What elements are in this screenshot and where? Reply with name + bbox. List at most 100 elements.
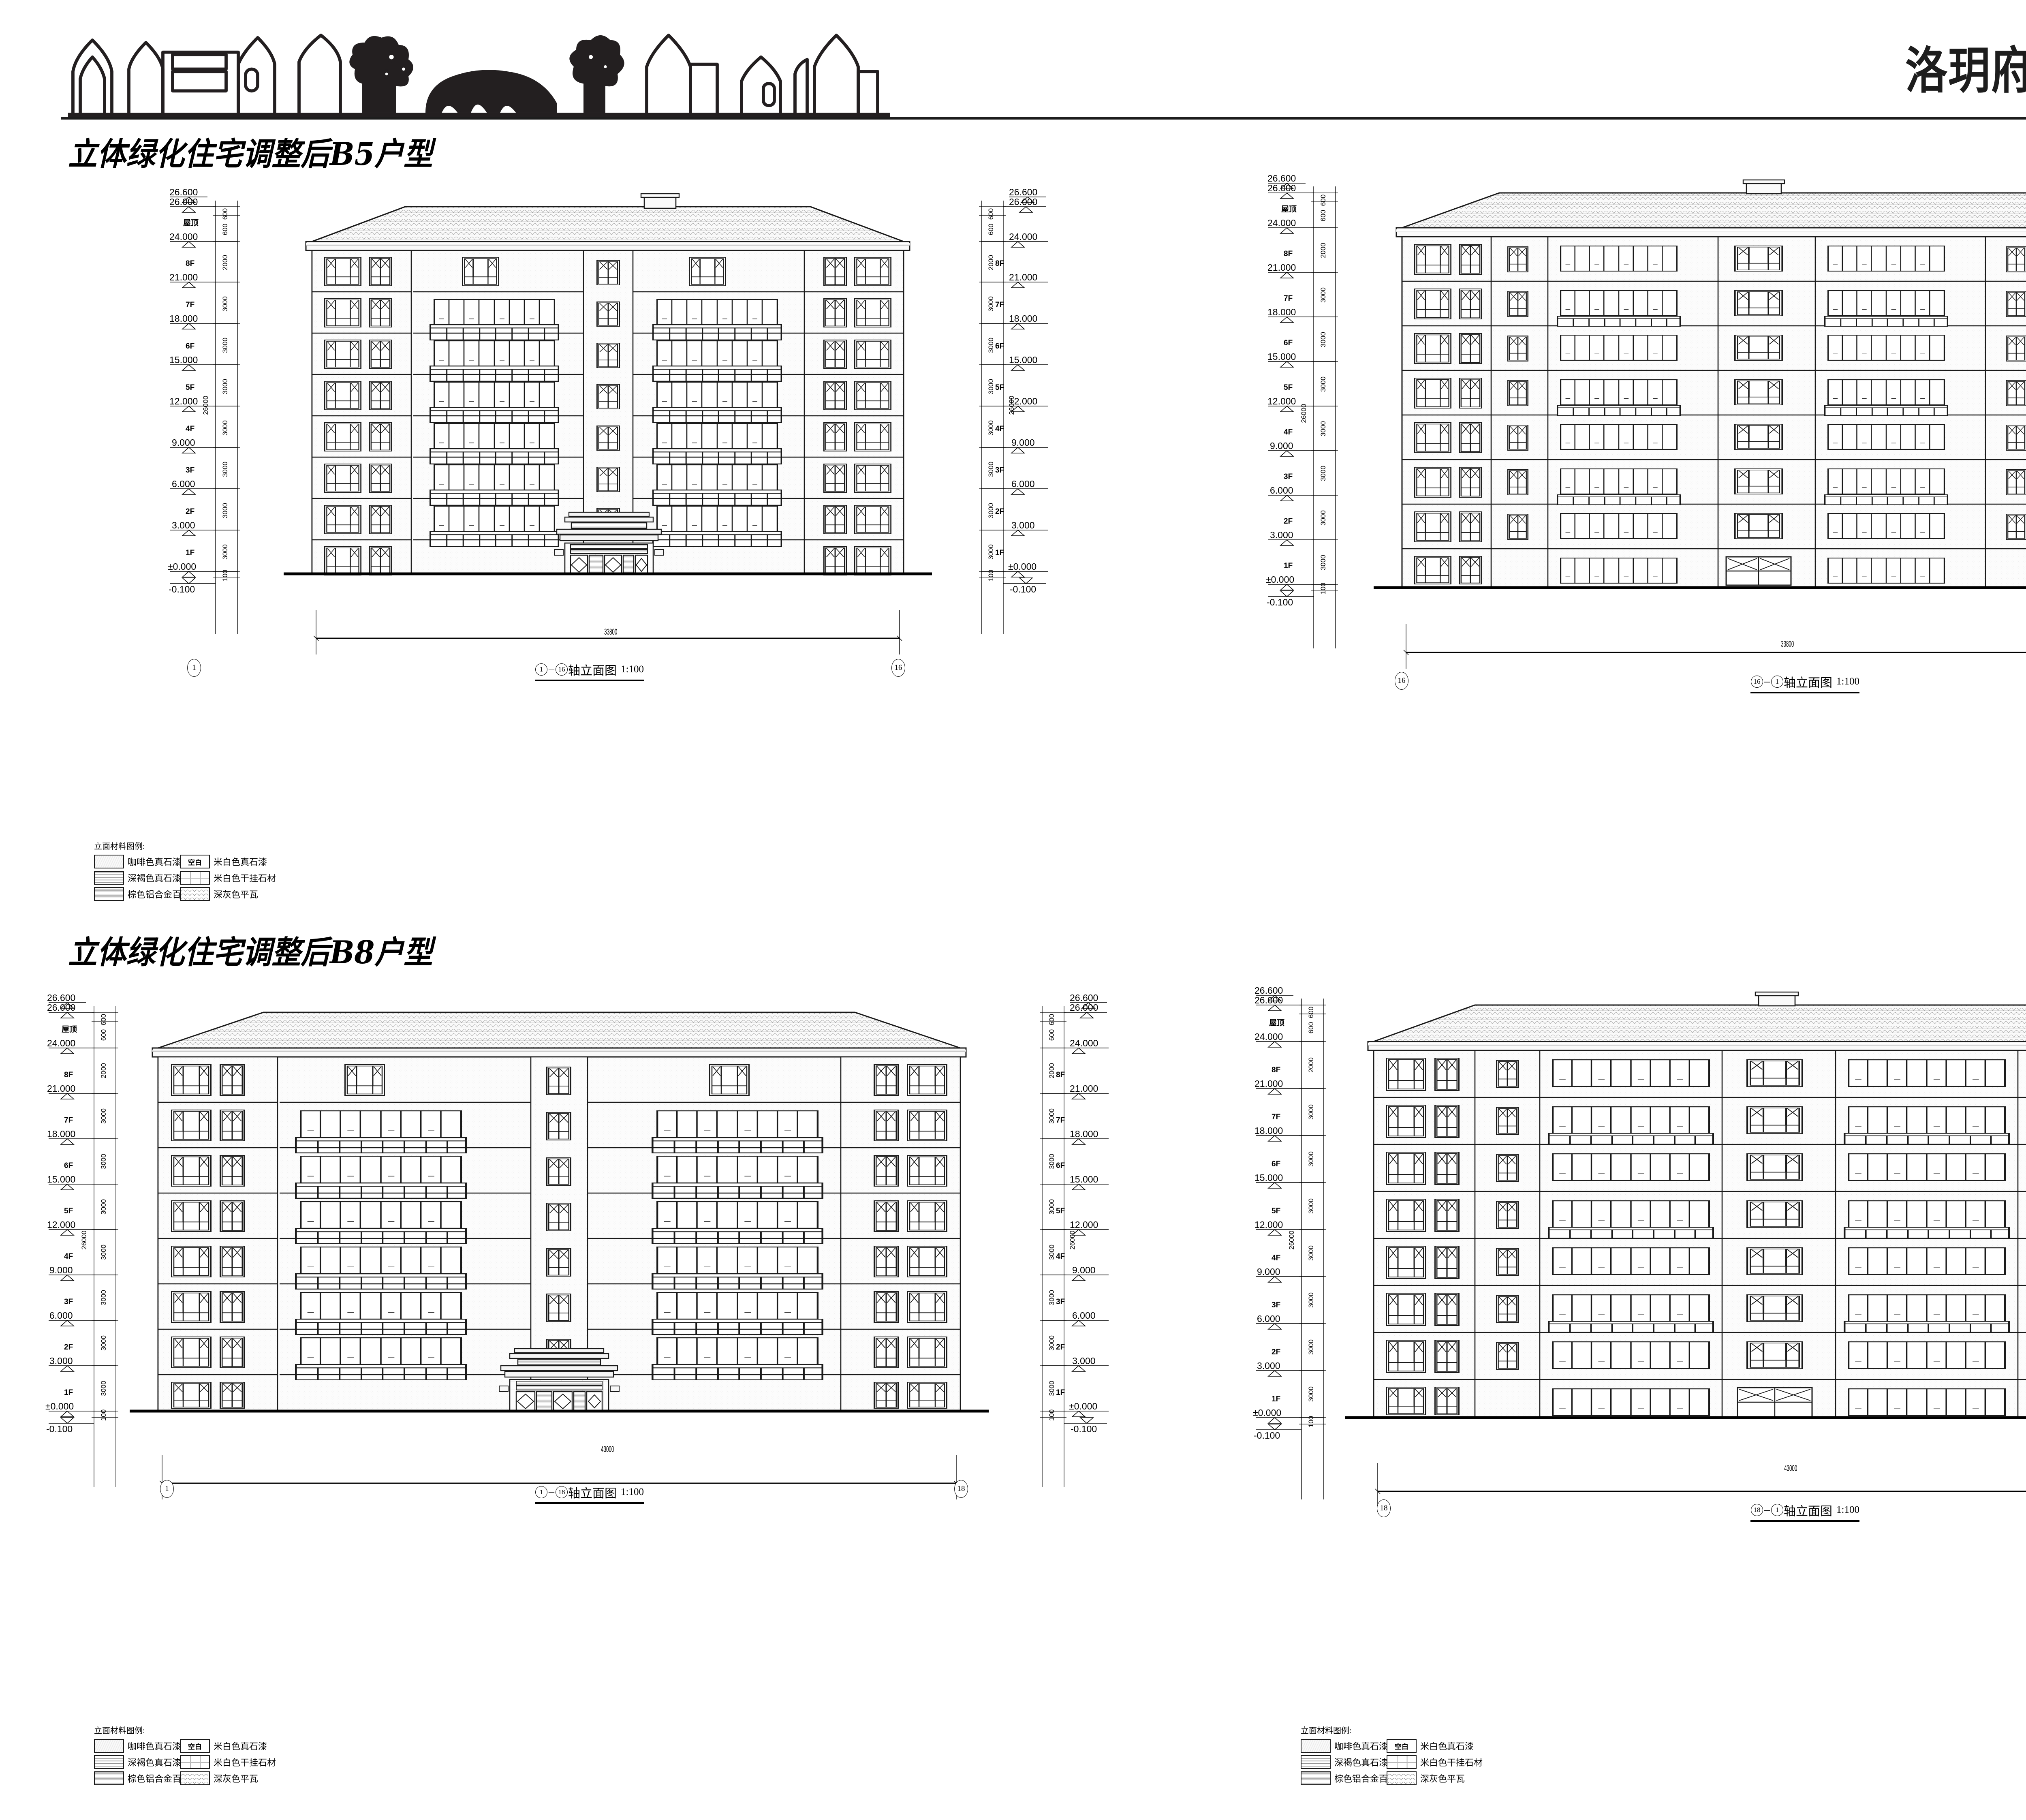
svg-text:2F: 2F (1284, 517, 1293, 526)
svg-text:18.000: 18.000 (1070, 1129, 1098, 1139)
svg-text:26.000: 26.000 (1070, 1002, 1098, 1013)
header-divider (61, 117, 2026, 120)
svg-text:21.000: 21.000 (169, 272, 198, 282)
svg-text:6F: 6F (186, 342, 194, 351)
legend-label: 深灰色平瓦 (214, 1774, 259, 1784)
overall-width-dim-b8-rear: 43000 (1784, 1464, 1797, 1473)
caption-axis-to: 1 (1771, 676, 1783, 688)
legend-item-beige-dry-hang-stone: 米白色干挂石材 (1387, 1755, 1483, 1769)
svg-text:-0.100: -0.100 (46, 1424, 73, 1434)
svg-text:-0.100: -0.100 (1071, 1424, 1097, 1434)
svg-text:8F: 8F (1056, 1071, 1065, 1079)
caption-label: 轴立面图 (1784, 676, 1832, 690)
caption-scale: 1:100 (621, 1486, 644, 1497)
svg-text:600: 600 (1307, 1022, 1315, 1033)
caption-scale: 1:100 (1836, 676, 1859, 687)
legend-label: 米白色真石漆 (214, 1741, 267, 1752)
legend-item-dark-brown-stone-paint: 深褐色真石漆 (94, 1755, 181, 1769)
legend-item-beige-stone-paint: 空白 米白色真石漆 (180, 1739, 267, 1753)
svg-text:3000: 3000 (100, 1108, 107, 1124)
svg-text:3000: 3000 (100, 1335, 107, 1351)
svg-text:3000: 3000 (221, 296, 229, 312)
svg-text:3.000: 3.000 (1011, 520, 1035, 530)
svg-text:屋顶: 屋顶 (1281, 205, 1297, 214)
legend-item-brown-aluminum-louver: 棕色铝合金百叶 (1301, 1771, 1397, 1785)
svg-text:24.000: 24.000 (169, 231, 198, 242)
legend-title: 立面材料图例: (94, 842, 145, 851)
svg-text:7F: 7F (1284, 294, 1293, 303)
swatch-dark-grey-flat-tile (180, 887, 210, 901)
svg-text:3000: 3000 (100, 1245, 107, 1260)
svg-text:1F: 1F (1272, 1395, 1280, 1403)
swatch-text: 空白 (1395, 1743, 1408, 1751)
svg-text:12.000: 12.000 (1267, 396, 1296, 406)
svg-text:3000: 3000 (1048, 1199, 1056, 1215)
svg-text:15.000: 15.000 (1254, 1172, 1283, 1183)
caption-dash: – (549, 663, 554, 676)
svg-text:3000: 3000 (100, 1154, 107, 1169)
svg-text:3000: 3000 (987, 544, 995, 560)
page-title: 洛玥府建设项目方案设计调整公示 (1905, 41, 2026, 100)
legend-item-coffee-stone-paint: 咖啡色真石漆 (94, 855, 181, 868)
axis-bubble-left-b5-rear: 16 (1395, 672, 1408, 690)
legend-label: 深灰色平瓦 (214, 890, 259, 900)
legend-label: 深褐色真石漆 (1334, 1758, 1388, 1768)
svg-text:26.000: 26.000 (1267, 183, 1296, 193)
legend-item-coffee-stone-paint: 咖啡色真石漆 (1301, 1739, 1388, 1753)
svg-text:3000: 3000 (221, 462, 229, 477)
svg-text:7F: 7F (64, 1116, 73, 1125)
svg-text:±0.000: ±0.000 (168, 561, 196, 572)
svg-text:-0.100: -0.100 (1267, 597, 1293, 607)
svg-text:3000: 3000 (1307, 1151, 1315, 1167)
svg-text:26000: 26000 (1288, 1230, 1295, 1249)
svg-text:5F: 5F (1056, 1207, 1065, 1215)
svg-text:26.000: 26.000 (169, 197, 198, 207)
legend-label: 咖啡色真石漆 (128, 1741, 182, 1752)
svg-text:2F: 2F (186, 507, 194, 516)
svg-text:2000: 2000 (100, 1063, 107, 1078)
axis-bubble-right-b8-front: 18 (954, 1480, 968, 1498)
caption-axis-from: 1 (535, 1486, 547, 1498)
caption-dash: – (1764, 1503, 1770, 1516)
svg-text:12.000: 12.000 (47, 1219, 75, 1230)
svg-text:3000: 3000 (987, 462, 995, 477)
svg-text:±0.000: ±0.000 (45, 1401, 74, 1412)
caption-underline (1750, 692, 1859, 693)
axis-bubble-left-b8-rear: 18 (1377, 1499, 1391, 1517)
svg-text:6F: 6F (64, 1161, 73, 1170)
caption-axis-to: 1 (1771, 1504, 1783, 1516)
svg-text:3000: 3000 (1307, 1339, 1315, 1355)
svg-text:1F: 1F (1056, 1388, 1065, 1397)
overall-width-dim-b8-front: 43000 (601, 1445, 614, 1454)
swatch-dark-grey-flat-tile (1387, 1771, 1417, 1785)
caption-label: 轴立面图 (1784, 1505, 1832, 1518)
swatch-dark-grey-flat-tile (180, 1771, 210, 1785)
svg-text:屋顶: 屋顶 (183, 218, 199, 227)
legend-item-dark-grey-flat-tile: 深灰色平瓦 (1387, 1771, 1465, 1785)
svg-text:600: 600 (1319, 210, 1327, 221)
swatch-brown-aluminum-louver (1301, 1771, 1331, 1785)
legend-item-beige-dry-hang-stone: 米白色干挂石材 (180, 871, 276, 885)
svg-text:15.000: 15.000 (1009, 355, 1037, 365)
svg-text:7F: 7F (1272, 1113, 1280, 1121)
svg-text:3000: 3000 (1307, 1245, 1315, 1261)
caption-underline (535, 680, 644, 681)
caption-axis-from: 16 (1751, 676, 1763, 688)
svg-text:3000: 3000 (1048, 1381, 1056, 1396)
svg-text:5F: 5F (1284, 383, 1293, 392)
swatch-text: 空白 (188, 858, 202, 867)
svg-text:9.000: 9.000 (1270, 441, 1293, 451)
svg-text:3000: 3000 (221, 338, 229, 353)
legend-item-beige-dry-hang-stone: 米白色干挂石材 (180, 1755, 276, 1769)
svg-text:3F: 3F (1272, 1301, 1280, 1309)
swatch-beige-stone-paint: 空白 (180, 1739, 210, 1753)
svg-text:7F: 7F (186, 301, 194, 309)
svg-text:18.000: 18.000 (1267, 307, 1296, 317)
svg-text:3.000: 3.000 (1072, 1356, 1096, 1366)
legend-item-dark-brown-stone-paint: 深褐色真石漆 (1301, 1755, 1388, 1769)
caption-scale: 1:100 (1836, 1504, 1859, 1515)
svg-text:24.000: 24.000 (1254, 1031, 1283, 1042)
